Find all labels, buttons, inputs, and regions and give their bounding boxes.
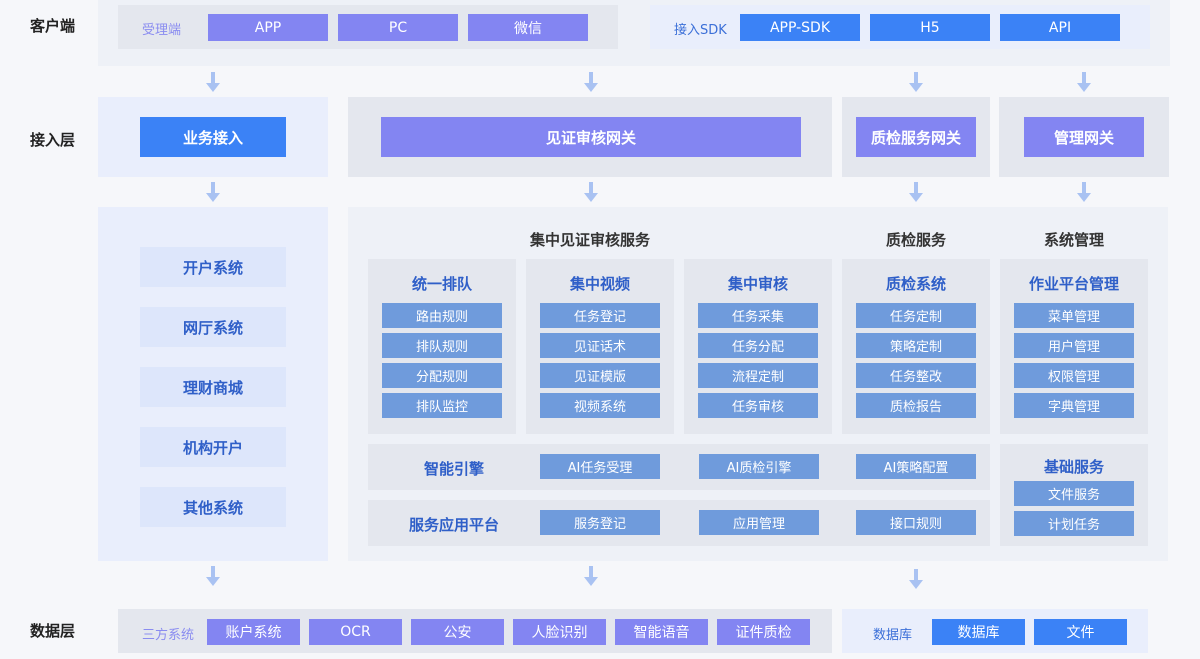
platform-title: 服务应用平台 <box>408 516 499 534</box>
arrow-down-icon <box>584 566 598 586</box>
third-party-item: OCR <box>309 619 402 645</box>
module-item: 流程定制 <box>698 363 818 388</box>
heading-system-manage: 系统管理 <box>1043 231 1104 249</box>
module-item: 质检报告 <box>856 393 976 418</box>
module-title: 统一排队 <box>411 275 472 293</box>
module-title: 质检系统 <box>885 275 946 293</box>
arrow-down-icon <box>909 569 923 589</box>
heading-central-service: 集中见证审核服务 <box>529 231 650 249</box>
module-item: 路由规则 <box>382 303 502 328</box>
basic-item: 计划任务 <box>1014 511 1134 536</box>
arrow-down-icon <box>584 72 598 92</box>
sdk-h5: H5 <box>870 14 990 41</box>
module-item: 菜单管理 <box>1014 303 1134 328</box>
module-title: 作业平台管理 <box>1028 275 1119 293</box>
business-system-item: 理财商城 <box>140 367 286 407</box>
layer-label-data: 数据层 <box>30 622 76 640</box>
business-system-item: 其他系统 <box>140 487 286 527</box>
module-item: 任务整改 <box>856 363 976 388</box>
business-access: 业务接入 <box>140 117 286 157</box>
terminal-pc: PC <box>338 14 458 41</box>
platform-item: 服务登记 <box>540 510 660 535</box>
basic-item: 文件服务 <box>1014 481 1134 506</box>
business-system-item: 开户系统 <box>140 247 286 287</box>
platform-item: 应用管理 <box>699 510 819 535</box>
quality-gateway: 质检服务网关 <box>856 117 976 157</box>
engine-title: 智能引擎 <box>423 460 484 478</box>
platform-item: 接口规则 <box>856 510 976 535</box>
arrow-down-icon <box>206 566 220 586</box>
module-item: 字典管理 <box>1014 393 1134 418</box>
sdk-app: APP-SDK <box>740 14 860 41</box>
third-party-item: 人脸识别 <box>513 619 606 645</box>
arrow-down-icon <box>584 182 598 202</box>
arrow-down-icon <box>909 182 923 202</box>
sdk-api: API <box>1000 14 1120 41</box>
module-item: 任务采集 <box>698 303 818 328</box>
terminal-wechat: 微信 <box>468 14 588 41</box>
basic-title: 基础服务 <box>1043 458 1104 476</box>
third-party-label: 三方系统 <box>142 628 195 643</box>
module-item: 分配规则 <box>382 363 502 388</box>
arrow-down-icon <box>206 182 220 202</box>
module-item: 任务审核 <box>698 393 818 418</box>
business-system-item: 网厅系统 <box>140 307 286 347</box>
module-title: 集中视频 <box>569 275 630 293</box>
third-party-item: 公安 <box>411 619 504 645</box>
module-item: 用户管理 <box>1014 333 1134 358</box>
business-system-item: 机构开户 <box>140 427 286 467</box>
module-item: 见证模版 <box>540 363 660 388</box>
database-item: 文件 <box>1034 619 1127 645</box>
witness-gateway: 见证审核网关 <box>381 117 801 157</box>
layer-label-client: 客户端 <box>30 17 76 35</box>
third-party-item: 账户系统 <box>207 619 300 645</box>
module-item: 任务登记 <box>540 303 660 328</box>
engine-item: AI策略配置 <box>856 454 976 479</box>
module-item: 排队规则 <box>382 333 502 358</box>
third-party-item: 证件质检 <box>717 619 810 645</box>
engine-item: AI任务受理 <box>540 454 660 479</box>
module-item: 排队监控 <box>382 393 502 418</box>
sdk-label: 接入SDK <box>674 23 727 38</box>
arrow-down-icon <box>206 72 220 92</box>
database-label: 数据库 <box>873 628 913 643</box>
module-item: 任务分配 <box>698 333 818 358</box>
engine-item: AI质检引擎 <box>699 454 819 479</box>
module-item: 权限管理 <box>1014 363 1134 388</box>
arrow-down-icon <box>1077 72 1091 92</box>
database-item: 数据库 <box>932 619 1025 645</box>
arrow-down-icon <box>1077 182 1091 202</box>
module-title: 集中审核 <box>727 275 788 293</box>
manage-gateway: 管理网关 <box>1024 117 1144 157</box>
module-item: 视频系统 <box>540 393 660 418</box>
layer-label-access: 接入层 <box>30 131 76 149</box>
module-item: 见证话术 <box>540 333 660 358</box>
terminal-app: APP <box>208 14 328 41</box>
heading-quality-service: 质检服务 <box>885 231 946 249</box>
terminal-label: 受理端 <box>142 23 182 38</box>
third-party-item: 智能语音 <box>615 619 708 645</box>
module-item: 任务定制 <box>856 303 976 328</box>
arrow-down-icon <box>909 72 923 92</box>
module-item: 策略定制 <box>856 333 976 358</box>
